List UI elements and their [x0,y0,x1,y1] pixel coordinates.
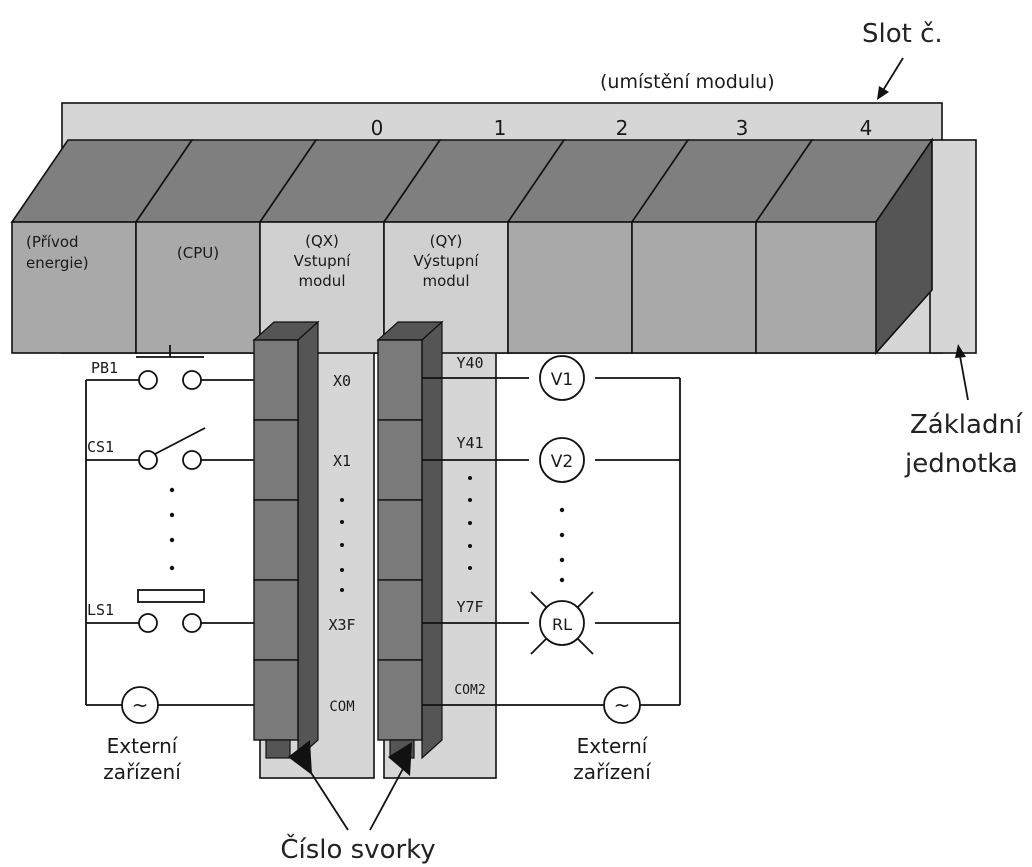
output-terminal-ellipsis [468,476,472,570]
slot-number-0: 0 [371,116,384,140]
device-rl-label: RL [552,615,572,634]
power-module [11,221,137,354]
input-wiring [85,379,254,706]
slot-numbers: 0 1 2 3 4 [371,116,873,140]
external-right-1: Externí [577,734,649,758]
input-module-label-2: Vstupní [294,252,351,270]
input-module-label-1: (QX) [305,232,339,250]
slot-number-2: 2 [616,116,629,140]
slot-number-3: 3 [736,116,749,140]
slot-number-4: 4 [860,116,873,140]
ac-source-right: ~ [603,686,641,724]
terminal-com: COM [329,699,354,715]
base-unit-label-2: jednotka [904,449,1018,479]
module-labels: (Přívod energie) (CPU) (QX) Vstupní modu… [26,232,479,290]
valve-v2: V2 [539,437,585,483]
device-v2-label: V2 [551,452,573,472]
external-left-2: zařízení [103,760,182,784]
terminal-com2: COM2 [454,683,485,698]
input-terminal-block [252,320,320,760]
device-v1-label: V1 [551,370,573,390]
terminal-x1: X1 [333,452,351,470]
slot-subtitle: (umístění modulu) [600,71,775,93]
valve-v1: V1 [539,355,585,401]
output-module-label-3: modul [423,272,470,290]
slot-3-module [631,221,757,354]
cpu-module-label: (CPU) [177,244,219,262]
slot-title: Slot č. [862,19,943,49]
external-right-2: zařízení [573,760,652,784]
external-left-1: Externí [107,734,179,758]
slot-pointer-arrow [877,57,904,100]
ac-symbol-left: ~ [132,693,149,717]
limit-switch-ls1 [137,589,205,633]
terminal-y40: Y40 [456,354,483,372]
cpu-module [135,221,261,354]
output-module-label-2: Výstupní [413,252,479,270]
base-unit-pointer-arrow [955,344,969,401]
input-terminal-labels: X0 X1 X3F COM [328,372,355,715]
output-module-label-1: (QY) [430,232,463,250]
ac-source-left: ~ [121,686,159,724]
lamp-rl: RL [530,591,594,655]
input-device-ellipsis [169,487,175,571]
terminal-x3f: X3F [328,616,355,634]
input-module-label-3: modul [299,272,346,290]
external-device-left-label: Externí zařízení [103,734,182,784]
terminal-y7f: Y7F [456,598,483,616]
device-ls1-label: LS1 [87,601,114,619]
device-pb1-label: PB1 [91,359,118,377]
terminal-number-label: Číslo svorky [280,833,435,865]
power-module-label-1: (Přívod [26,233,79,251]
ac-symbol-right: ~ [614,693,631,717]
output-wiring [422,377,681,706]
switch-cs1 [138,427,206,470]
output-device-ellipsis [559,507,565,583]
external-device-right-label: Externí zařízení [573,734,652,784]
input-device-labels: PB1 CS1 LS1 [87,359,118,619]
input-terminal-ellipsis [340,498,344,592]
output-terminal-block [376,320,444,760]
slot-2-module [507,221,633,354]
module-faces [11,221,877,354]
power-module-label-2: energie) [26,254,89,272]
device-cs1-label: CS1 [87,438,114,456]
terminal-number-pointers [288,740,412,831]
module-tops [10,137,934,356]
base-unit-label-1: Základní [910,410,1023,440]
terminal-y41: Y41 [456,434,483,452]
output-terminal-labels: Y40 Y41 Y7F COM2 [454,354,485,698]
slot-number-1: 1 [494,116,507,140]
slot-4-module [755,221,877,354]
base-unit-right-edge [929,139,977,354]
pushbutton-pb1 [136,345,204,390]
terminal-x0: X0 [333,372,351,390]
